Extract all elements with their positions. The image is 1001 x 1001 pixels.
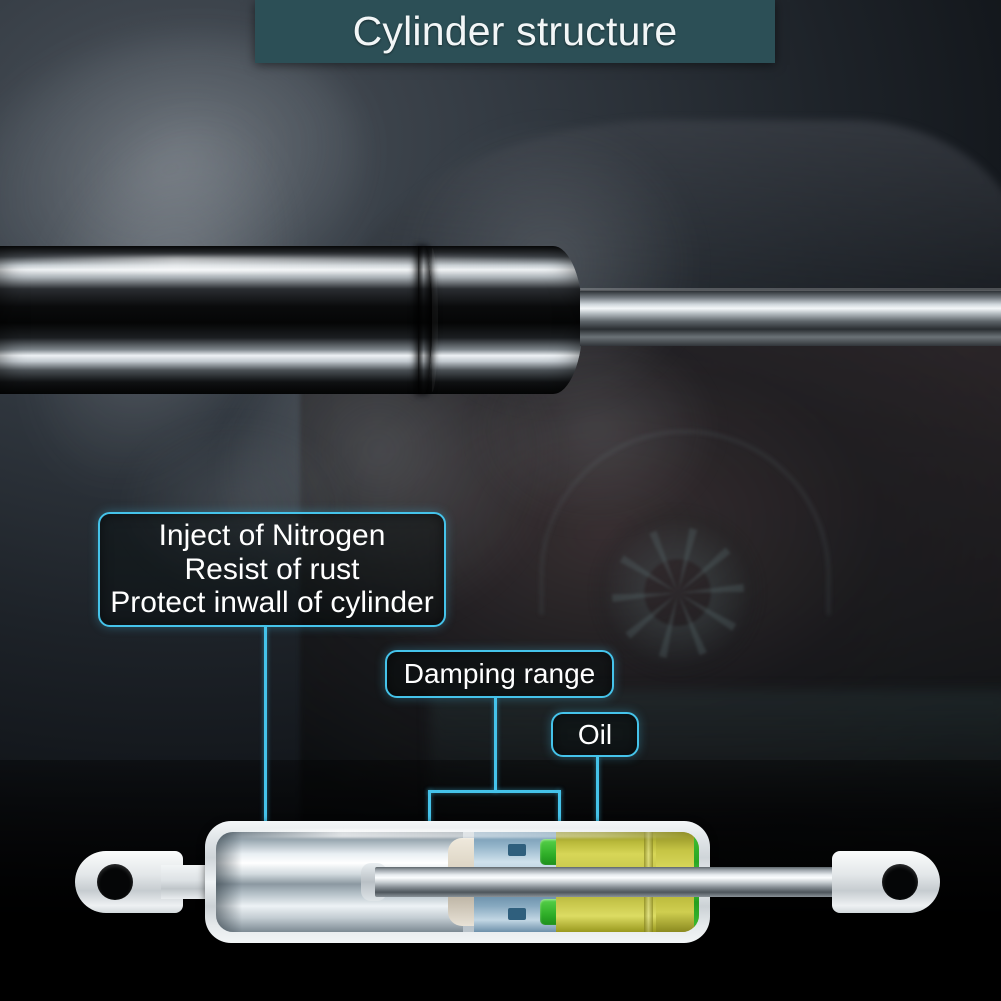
damping-bracket-left-tick	[428, 790, 431, 838]
callout-damping-range: Damping range	[385, 650, 614, 698]
piston-rod	[375, 867, 845, 897]
leader-line-damping	[494, 698, 497, 792]
callout-nitrogen: Inject of Nitrogen Resist of rust Protec…	[98, 512, 446, 627]
eyelet-hole-right	[882, 864, 918, 900]
mounting-eyelet-right	[832, 851, 940, 913]
page-title: Cylinder structure	[352, 8, 678, 54]
cylinder-highlight	[225, 829, 695, 838]
damping-bracket-top	[428, 790, 561, 793]
callout-oil-label: Oil	[577, 718, 613, 750]
title-banner: Cylinder structure	[255, 0, 775, 63]
strut-piston-rod	[580, 288, 1001, 346]
eyelet-hole-left	[97, 864, 133, 900]
callout-nitrogen-line-1: Inject of Nitrogen	[158, 519, 386, 553]
gas-spring-cutaway-diagram	[75, 815, 940, 950]
strut-highlight	[20, 256, 540, 272]
callout-damping-label: Damping range	[403, 658, 596, 690]
callout-nitrogen-line-2: Resist of rust	[184, 552, 360, 586]
strut-seam-highlight	[432, 248, 438, 392]
damping-bracket-right-tick	[558, 790, 561, 838]
callout-nitrogen-line-3: Protect inwall of cylinder	[110, 586, 434, 620]
piston-port	[508, 844, 526, 856]
leader-line-oil	[596, 757, 599, 869]
callout-oil: Oil	[551, 712, 639, 757]
leader-line-nitrogen	[264, 627, 267, 870]
piston-port	[508, 908, 526, 920]
gas-strut-product-photo	[0, 228, 1001, 408]
strut-seam	[418, 246, 432, 394]
